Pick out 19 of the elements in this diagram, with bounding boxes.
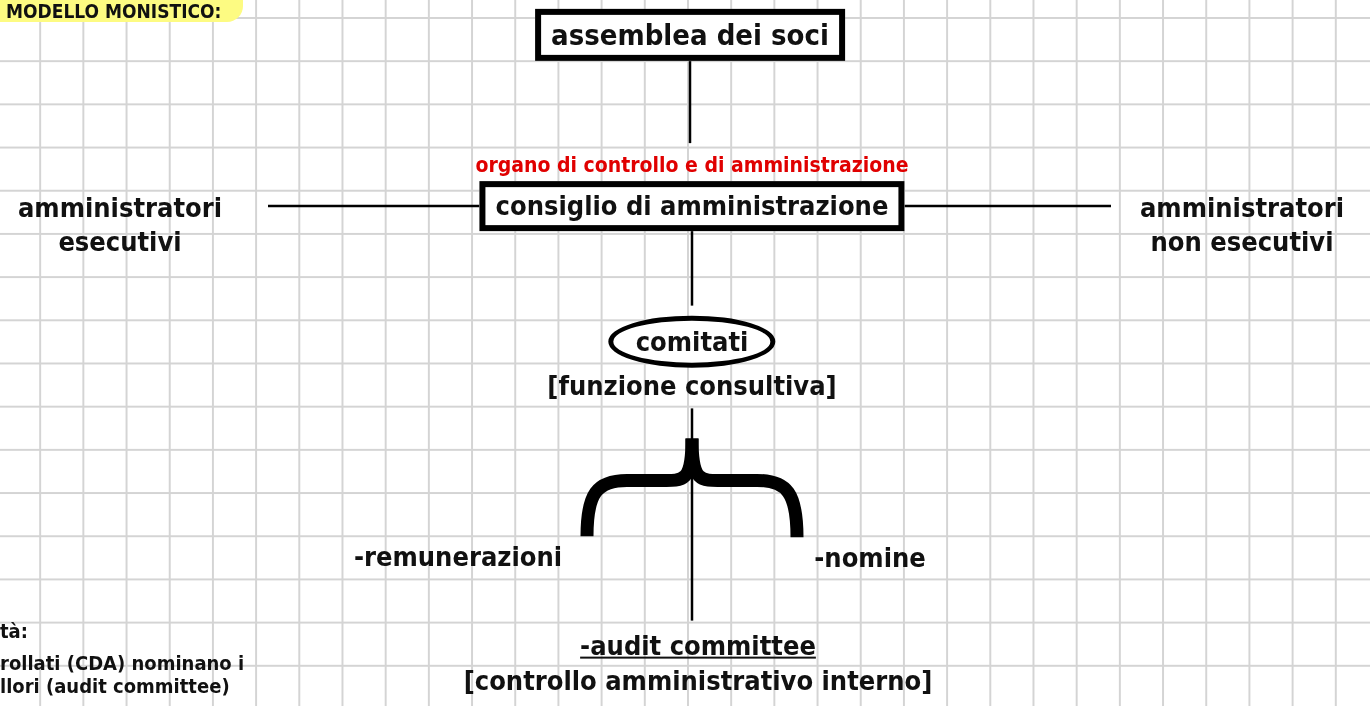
- node-text: -audit committee: [580, 628, 816, 663]
- title-banner: MODELLO MONISTICO:: [0, 0, 244, 22]
- note-text: [funzione consultiva]: [547, 369, 837, 401]
- note-text: [controllo amministrativo interno]: [463, 664, 933, 696]
- connector-line: [688, 61, 692, 144]
- connector-line: [268, 204, 480, 208]
- connector-line: [690, 408, 694, 621]
- ellipse-node: comitati: [608, 315, 776, 368]
- process-box: consiglio di amministrazione: [479, 181, 905, 231]
- node-text: -remunerazioni: [353, 540, 563, 574]
- connector-line: [690, 230, 694, 306]
- connector-line: [904, 204, 1111, 208]
- node-text: amministratori non esecutivi: [1139, 191, 1345, 259]
- note-text: rollati (CDA) nominano i llori (audit committee): [0, 652, 246, 698]
- process-box: assemblea dei soci: [535, 8, 845, 62]
- annotation-text: organo di controllo e di amministrazione: [475, 153, 909, 178]
- note-text: tà:: [0, 620, 28, 643]
- node-text: -nomine: [814, 541, 926, 575]
- node-text: amministratori esecutivi: [17, 191, 223, 259]
